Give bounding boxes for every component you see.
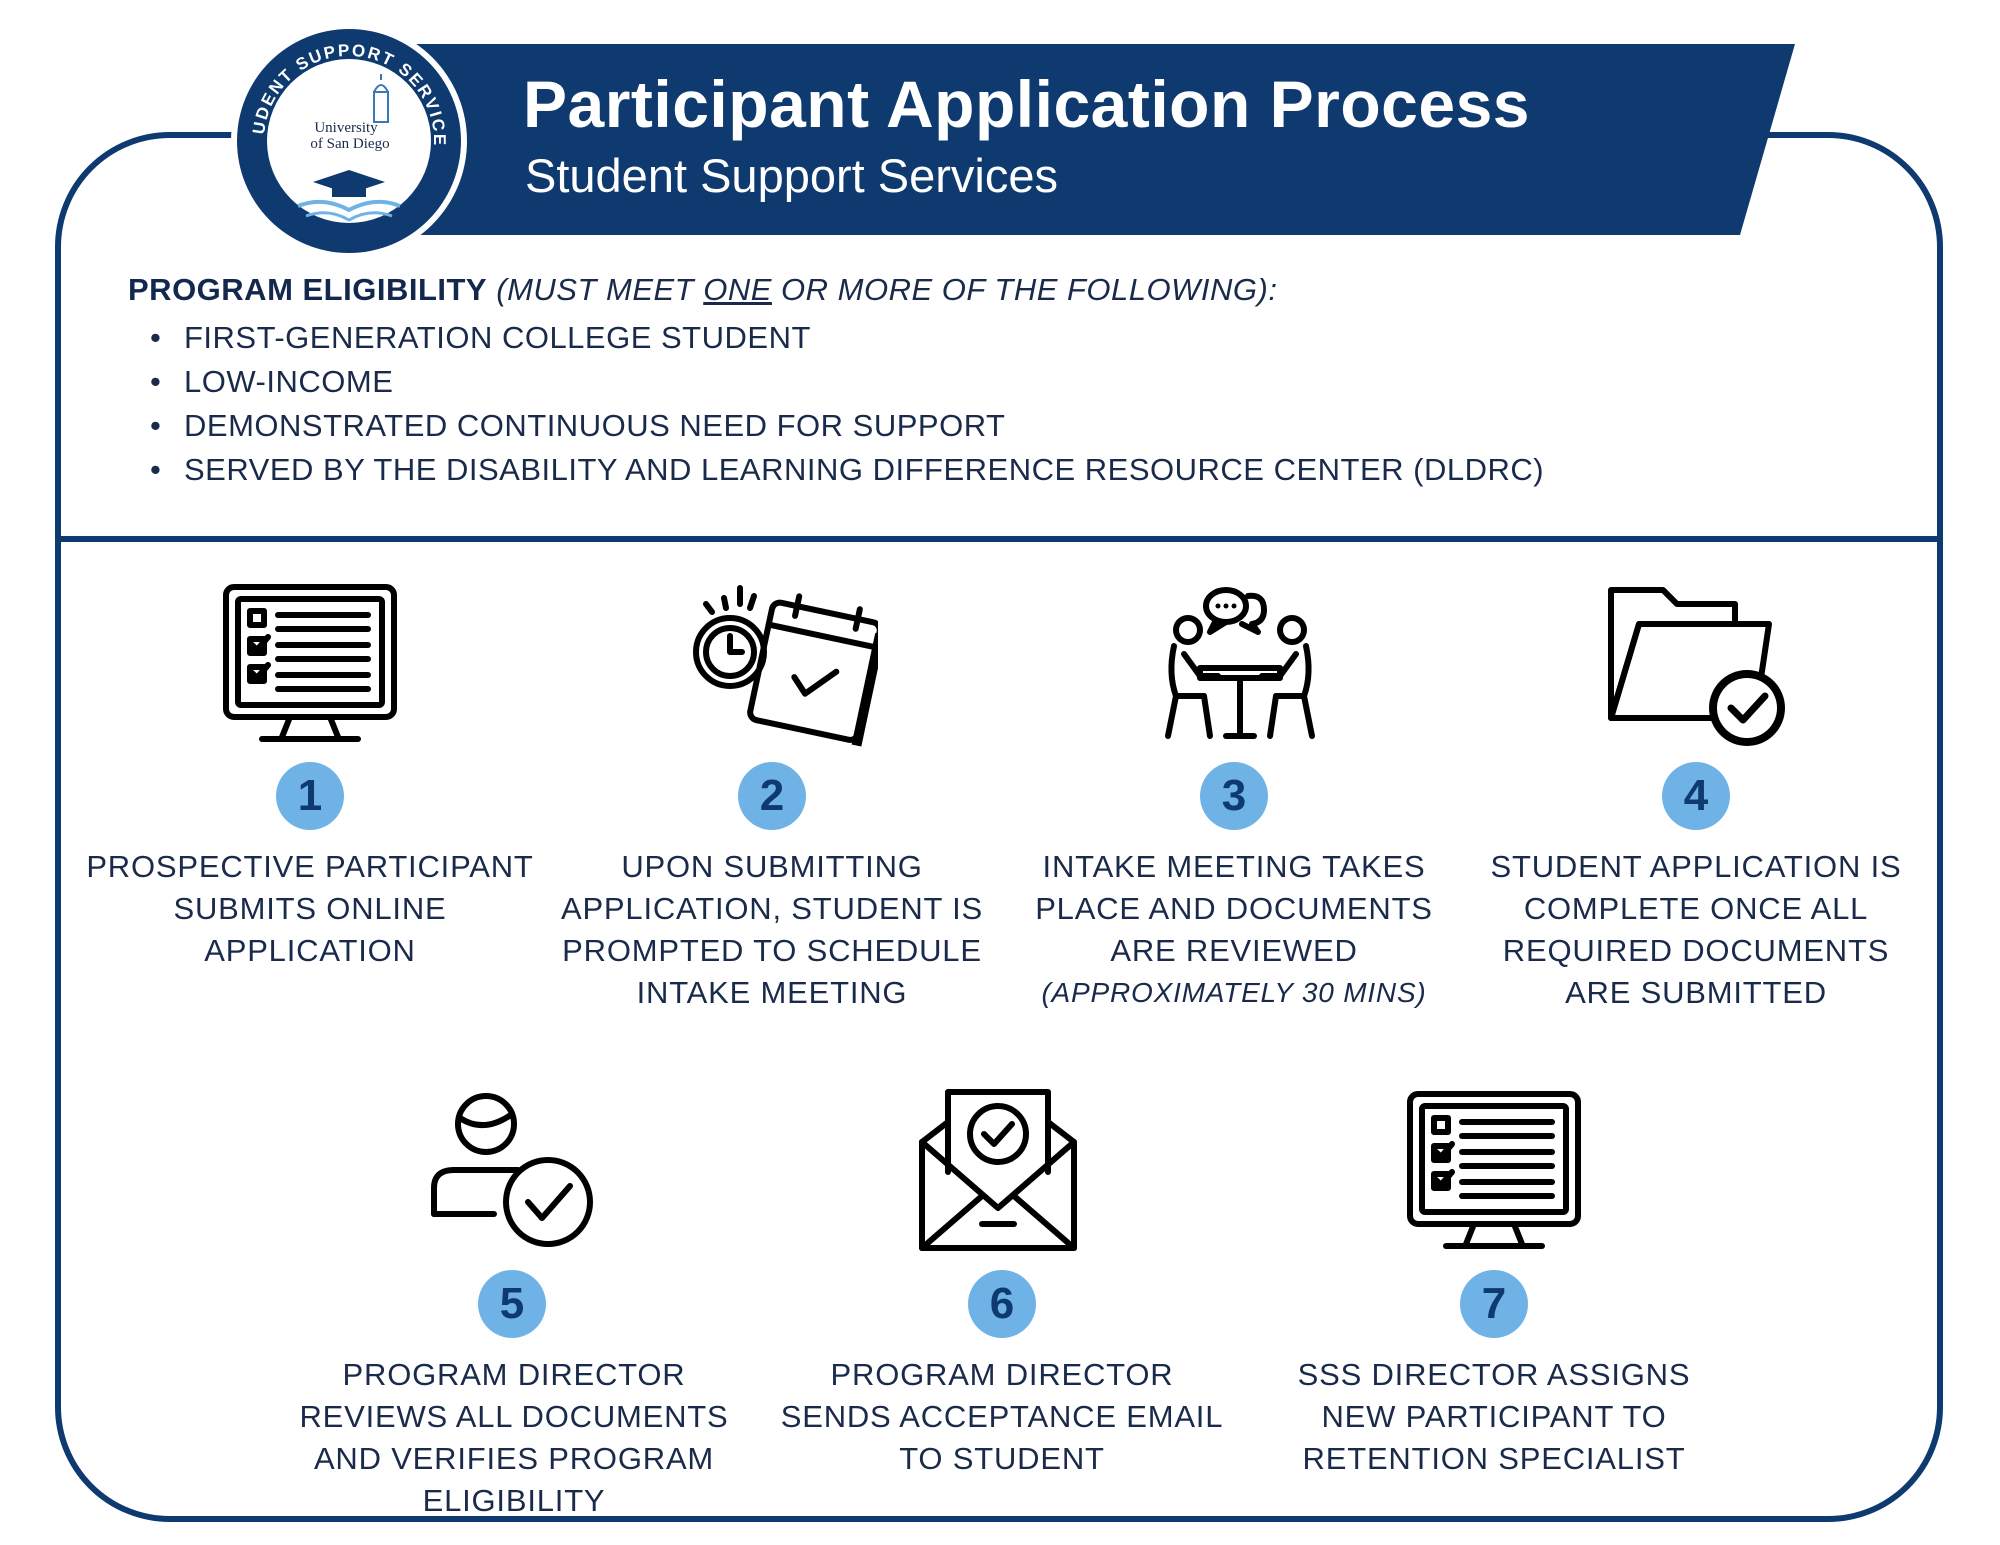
step-description: STUDENT APPLICATION IS COMPLETE ONCE ALL… bbox=[1490, 849, 1902, 1010]
step-number-badge: 1 bbox=[276, 762, 344, 830]
step-description: PROGRAM DIRECTOR SENDS ACCEPTANCE EMAIL … bbox=[780, 1357, 1224, 1476]
eligibility-item: SERVED BY THE DISABILITY AND LEARNING DI… bbox=[150, 448, 1878, 492]
svg-text:University: University bbox=[314, 120, 378, 136]
step-number-badge: 5 bbox=[478, 1270, 546, 1338]
title-banner bbox=[395, 44, 1795, 235]
folder-check-icon bbox=[1608, 587, 1785, 746]
eligibility-item: DEMONSTRATED CONTINUOUS NEED FOR SUPPORT bbox=[150, 404, 1878, 448]
eligibility-section: PROGRAM ELIGIBILITY (MUST MEET ONE OR MO… bbox=[128, 272, 1878, 492]
user-check-icon bbox=[431, 1093, 593, 1247]
eligibility-item: FIRST-GENERATION COLLEGE STUDENT bbox=[150, 316, 1878, 360]
page-title: Participant Application Process bbox=[523, 67, 1530, 141]
monitor-checklist-icon bbox=[1407, 1091, 1581, 1249]
section-divider bbox=[58, 536, 1941, 542]
eligibility-item: LOW-INCOME bbox=[150, 360, 1878, 404]
seal-university-text: of San Diego bbox=[310, 136, 389, 152]
eligibility-list: FIRST-GENERATION COLLEGE STUDENT LOW-INC… bbox=[128, 316, 1878, 492]
envelope-check-icon bbox=[919, 1089, 1077, 1251]
step-number-badge: 2 bbox=[738, 762, 806, 830]
calendar-clock-icon bbox=[693, 585, 878, 747]
eligibility-heading: PROGRAM ELIGIBILITY (MUST MEET ONE OR MO… bbox=[128, 272, 1278, 307]
step-description: SSS DIRECTOR ASSIGNS NEW PARTICIPANT TO … bbox=[1297, 1357, 1691, 1476]
meeting-icon bbox=[1165, 587, 1315, 739]
step-number-badge: 7 bbox=[1460, 1270, 1528, 1338]
sss-seal-logo: STUDENT SUPPORT SERVICES University of S… bbox=[228, 20, 467, 259]
step-number-badge: 4 bbox=[1662, 762, 1730, 830]
step-description: PROSPECTIVE PARTICIPANT SUBMITS ONLINE A… bbox=[86, 849, 534, 968]
step-number-badge: 6 bbox=[968, 1270, 1036, 1338]
step-description: UPON SUBMITTING APPLICATION, STUDENT IS … bbox=[560, 849, 984, 1010]
step-number-badge: 3 bbox=[1200, 762, 1268, 830]
step-note: (APPROXIMATELY 30 MINS) bbox=[1041, 977, 1427, 1008]
page-subtitle: Student Support Services bbox=[525, 149, 1058, 202]
step-description: PROGRAM DIRECTOR REVIEWS ALL DOCUMENTS A… bbox=[299, 1357, 729, 1518]
monitor-checklist-icon bbox=[223, 584, 397, 742]
step-description: INTAKE MEETING TAKES PLACE AND DOCUMENTS… bbox=[1004, 846, 1464, 1014]
